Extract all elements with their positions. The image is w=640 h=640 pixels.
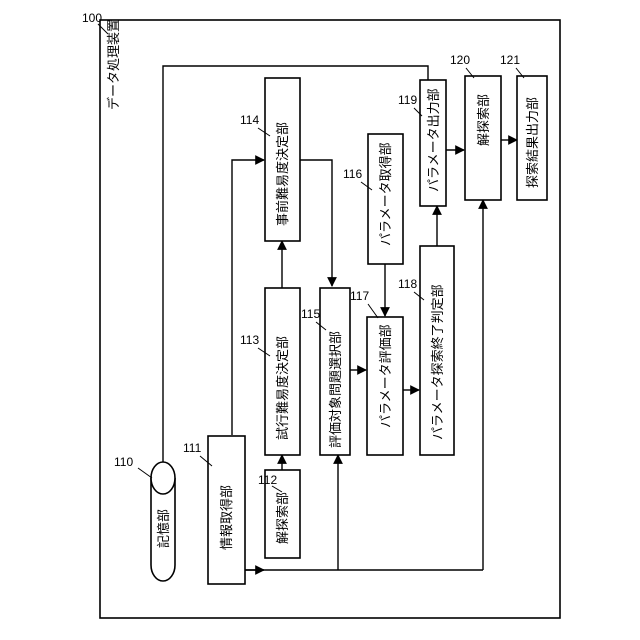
search-end-ref: 118	[398, 277, 417, 291]
eval-target-label: 評価対象問題選択部	[329, 331, 344, 448]
arrow-info-to-prior-difficulty	[232, 160, 264, 435]
prior-difficulty-label: 事前難易度決定部	[275, 122, 291, 226]
arrow-prior-difficulty-to-eval-target	[300, 160, 332, 286]
param-output-ref: 119	[398, 93, 417, 107]
param-eval-label: パラメータ評価部	[379, 324, 394, 428]
param-eval-ref-leader	[368, 304, 378, 318]
solution-search-b-label: 解探索部	[477, 94, 492, 146]
device-ref: 100	[82, 11, 102, 25]
result-output-label: 探索結果出力部	[526, 97, 541, 188]
param-eval-ref: 117	[350, 289, 369, 303]
param-output-label: パラメータ出力部	[427, 88, 442, 192]
param-acquire-ref: 116	[343, 167, 362, 181]
param-acquire-label: パラメータ取得部	[378, 142, 394, 246]
trial-difficulty-ref: 113	[240, 333, 259, 347]
trial-difficulty-label: 試行難易度決定部	[275, 336, 291, 440]
search-end-label: パラメータ探索終了判定部	[430, 284, 446, 440]
storage-ref: 110	[114, 455, 133, 469]
info-acquire-label: 情報取得部	[219, 485, 235, 550]
solution-search-a-label: 解探索部	[276, 492, 291, 544]
solution-search-a-ref: 112	[258, 473, 277, 487]
info-acquire-ref: 111	[183, 441, 202, 455]
prior-difficulty-ref: 114	[240, 113, 259, 127]
eval-target-ref: 115	[301, 307, 320, 321]
result-output-ref: 121	[500, 53, 520, 67]
device-title: データ処理装置	[106, 19, 122, 110]
solution-search-b-ref: 120	[450, 53, 470, 67]
storage-ref-leader	[138, 468, 152, 478]
storage-label: 記憶部	[156, 509, 172, 548]
